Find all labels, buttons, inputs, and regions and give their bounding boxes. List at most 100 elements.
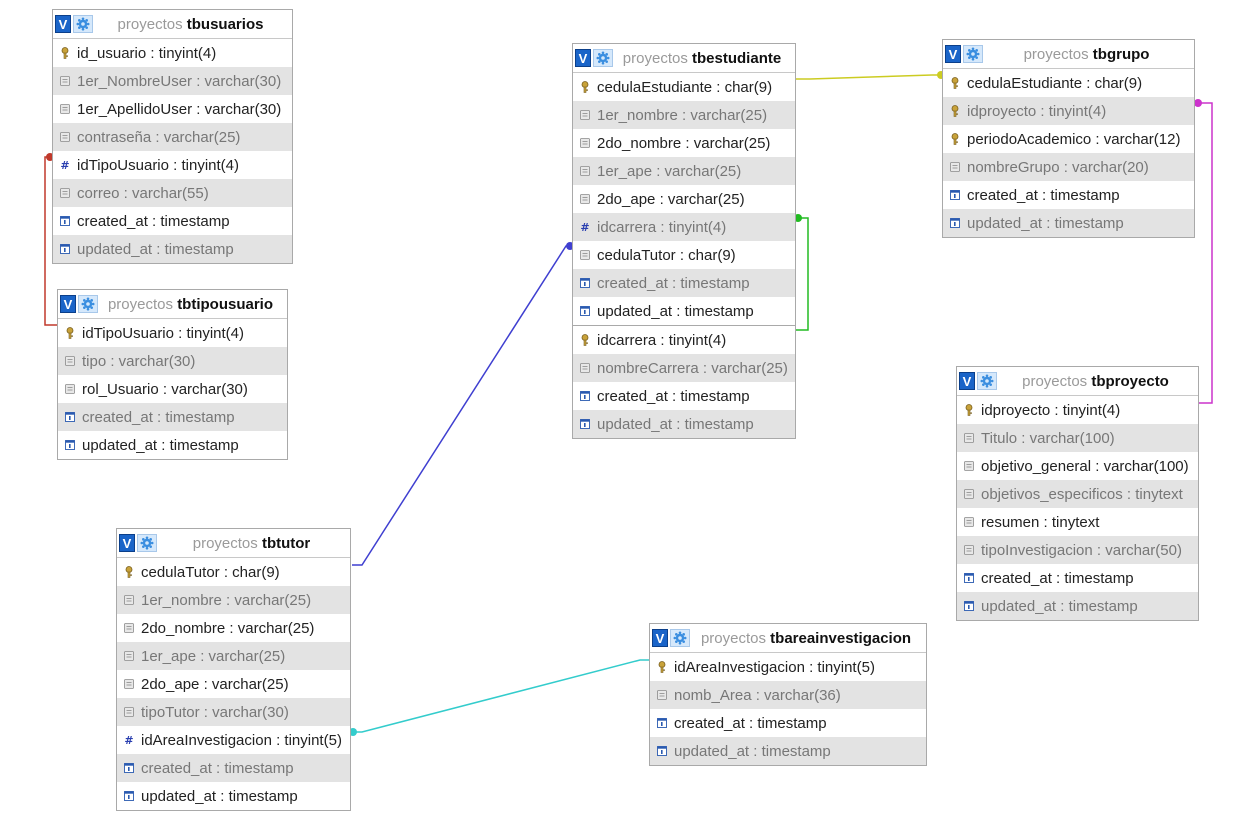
gear-icon[interactable] (670, 629, 690, 647)
column-row[interactable]: #idcarrera : tinyint(4) (573, 213, 795, 241)
column-row[interactable]: 1er_nombre : varchar(25) (117, 586, 350, 614)
column-label: updated_at : timestamp (981, 597, 1138, 615)
column-row[interactable]: #idAreaInvestigacion : tinyint(5) (117, 726, 350, 754)
column-row[interactable]: cedulaEstudiante : char(9) (943, 69, 1194, 97)
column-row[interactable]: created_at : timestamp (573, 382, 795, 410)
field-icon (579, 193, 591, 205)
column-label: idcarrera : tinyint(4) (597, 331, 727, 349)
column-row[interactable]: periodoAcademico : varchar(12) (943, 125, 1194, 153)
column-row[interactable]: tipoTutor : varchar(30) (117, 698, 350, 726)
column-row[interactable]: contraseña : varchar(25) (53, 123, 292, 151)
toggle-columns-button[interactable]: V (959, 372, 975, 390)
column-label: updated_at : timestamp (597, 415, 754, 433)
column-row[interactable]: created_at : timestamp (117, 754, 350, 782)
toggle-columns-button[interactable]: V (119, 534, 135, 552)
column-row[interactable]: 1er_ApellidoUser : varchar(30) (53, 95, 292, 123)
column-row[interactable]: idproyecto : tinyint(4) (943, 97, 1194, 125)
column-row[interactable]: 2do_ape : varchar(25) (117, 670, 350, 698)
schema-name: proyectos (117, 15, 183, 33)
column-row[interactable]: 2do_nombre : varchar(25) (117, 614, 350, 642)
column-row[interactable]: created_at : timestamp (650, 709, 926, 737)
column-row[interactable]: updated_at : timestamp (650, 737, 926, 765)
column-row[interactable]: resumen : tinytext (957, 508, 1198, 536)
column-row[interactable]: created_at : timestamp (573, 269, 795, 297)
column-row[interactable]: 1er_NombreUser : varchar(30) (53, 67, 292, 95)
column-row[interactable]: cedulaTutor : char(9) (573, 241, 795, 269)
column-row[interactable]: updated_at : timestamp (58, 431, 287, 459)
timestamp-icon (949, 217, 961, 229)
column-row[interactable]: 1er_nombre : varchar(25) (573, 101, 795, 129)
timestamp-icon (64, 411, 76, 423)
column-row[interactable]: tipo : varchar(30) (58, 347, 287, 375)
toggle-columns-button[interactable]: V (55, 15, 71, 33)
svg-text:#: # (60, 159, 69, 171)
column-label: cedulaEstudiante : char(9) (967, 74, 1143, 92)
column-row[interactable]: updated_at : timestamp (957, 592, 1198, 620)
column-row[interactable]: #idTipoUsuario : tinyint(4) (53, 151, 292, 179)
field-icon (579, 137, 591, 149)
gear-icon[interactable] (78, 295, 98, 313)
column-label: idTipoUsuario : tinyint(4) (82, 324, 245, 342)
field-icon (579, 109, 591, 121)
column-row[interactable]: cedulaTutor : char(9) (117, 558, 350, 586)
column-row[interactable]: updated_at : timestamp (53, 235, 292, 263)
table-title: proyectos tbareainvestigacion (690, 630, 926, 647)
column-row[interactable]: nombreGrupo : varchar(20) (943, 153, 1194, 181)
column-row[interactable]: 2do_nombre : varchar(25) (573, 129, 795, 157)
column-label: idproyecto : tinyint(4) (981, 401, 1121, 419)
column-row[interactable]: updated_at : timestamp (117, 782, 350, 810)
column-row[interactable]: created_at : timestamp (53, 207, 292, 235)
column-row[interactable]: nombreCarrera : varchar(25) (573, 354, 795, 382)
column-row[interactable]: updated_at : timestamp (573, 297, 795, 325)
column-row[interactable]: updated_at : timestamp (943, 209, 1194, 237)
column-row[interactable]: idcarrera : tinyint(4) (573, 326, 795, 354)
column-row[interactable]: updated_at : timestamp (573, 410, 795, 438)
column-label: 1er_nombre : varchar(25) (141, 591, 312, 609)
column-row[interactable]: tipoInvestigacion : varchar(50) (957, 536, 1198, 564)
column-row[interactable]: correo : varchar(55) (53, 179, 292, 207)
column-row[interactable]: created_at : timestamp (957, 564, 1198, 592)
column-row[interactable]: idAreaInvestigacion : tinyint(5) (650, 653, 926, 681)
embedded-table-tbcarrera[interactable]: idcarrera : tinyint(4) nombreCarrera : va… (573, 325, 795, 438)
gear-icon[interactable] (137, 534, 157, 552)
column-row[interactable]: created_at : timestamp (58, 403, 287, 431)
gear-icon[interactable] (963, 45, 983, 63)
column-row[interactable]: 1er_ape : varchar(25) (117, 642, 350, 670)
column-row[interactable]: 1er_ape : varchar(25) (573, 157, 795, 185)
toggle-columns-button[interactable]: V (652, 629, 668, 647)
relation-estudiante-carrera (796, 217, 809, 331)
gear-icon[interactable] (73, 15, 93, 33)
toggle-columns-button[interactable]: V (575, 49, 591, 67)
column-row[interactable]: Titulo : varchar(100) (957, 424, 1198, 452)
toggle-columns-button[interactable]: V (60, 295, 76, 313)
column-row[interactable]: objetivo_general : varchar(100) (957, 452, 1198, 480)
gear-icon[interactable] (977, 372, 997, 390)
column-row[interactable]: created_at : timestamp (943, 181, 1194, 209)
timestamp-icon (123, 762, 135, 774)
column-row[interactable]: idTipoUsuario : tinyint(4) (58, 319, 287, 347)
toggle-columns-button[interactable]: V (945, 45, 961, 63)
column-row[interactable]: rol_Usuario : varchar(30) (58, 375, 287, 403)
field-icon (123, 706, 135, 718)
column-row[interactable]: cedulaEstudiante : char(9) (573, 73, 795, 101)
column-row[interactable]: 2do_ape : varchar(25) (573, 185, 795, 213)
column-row[interactable]: id_usuario : tinyint(4) (53, 39, 292, 67)
column-row[interactable]: objetivos_especificos : tinytext (957, 480, 1198, 508)
column-row[interactable]: idproyecto : tinyint(4) (957, 396, 1198, 424)
gear-icon[interactable] (593, 49, 613, 67)
column-row[interactable]: nomb_Area : varchar(36) (650, 681, 926, 709)
